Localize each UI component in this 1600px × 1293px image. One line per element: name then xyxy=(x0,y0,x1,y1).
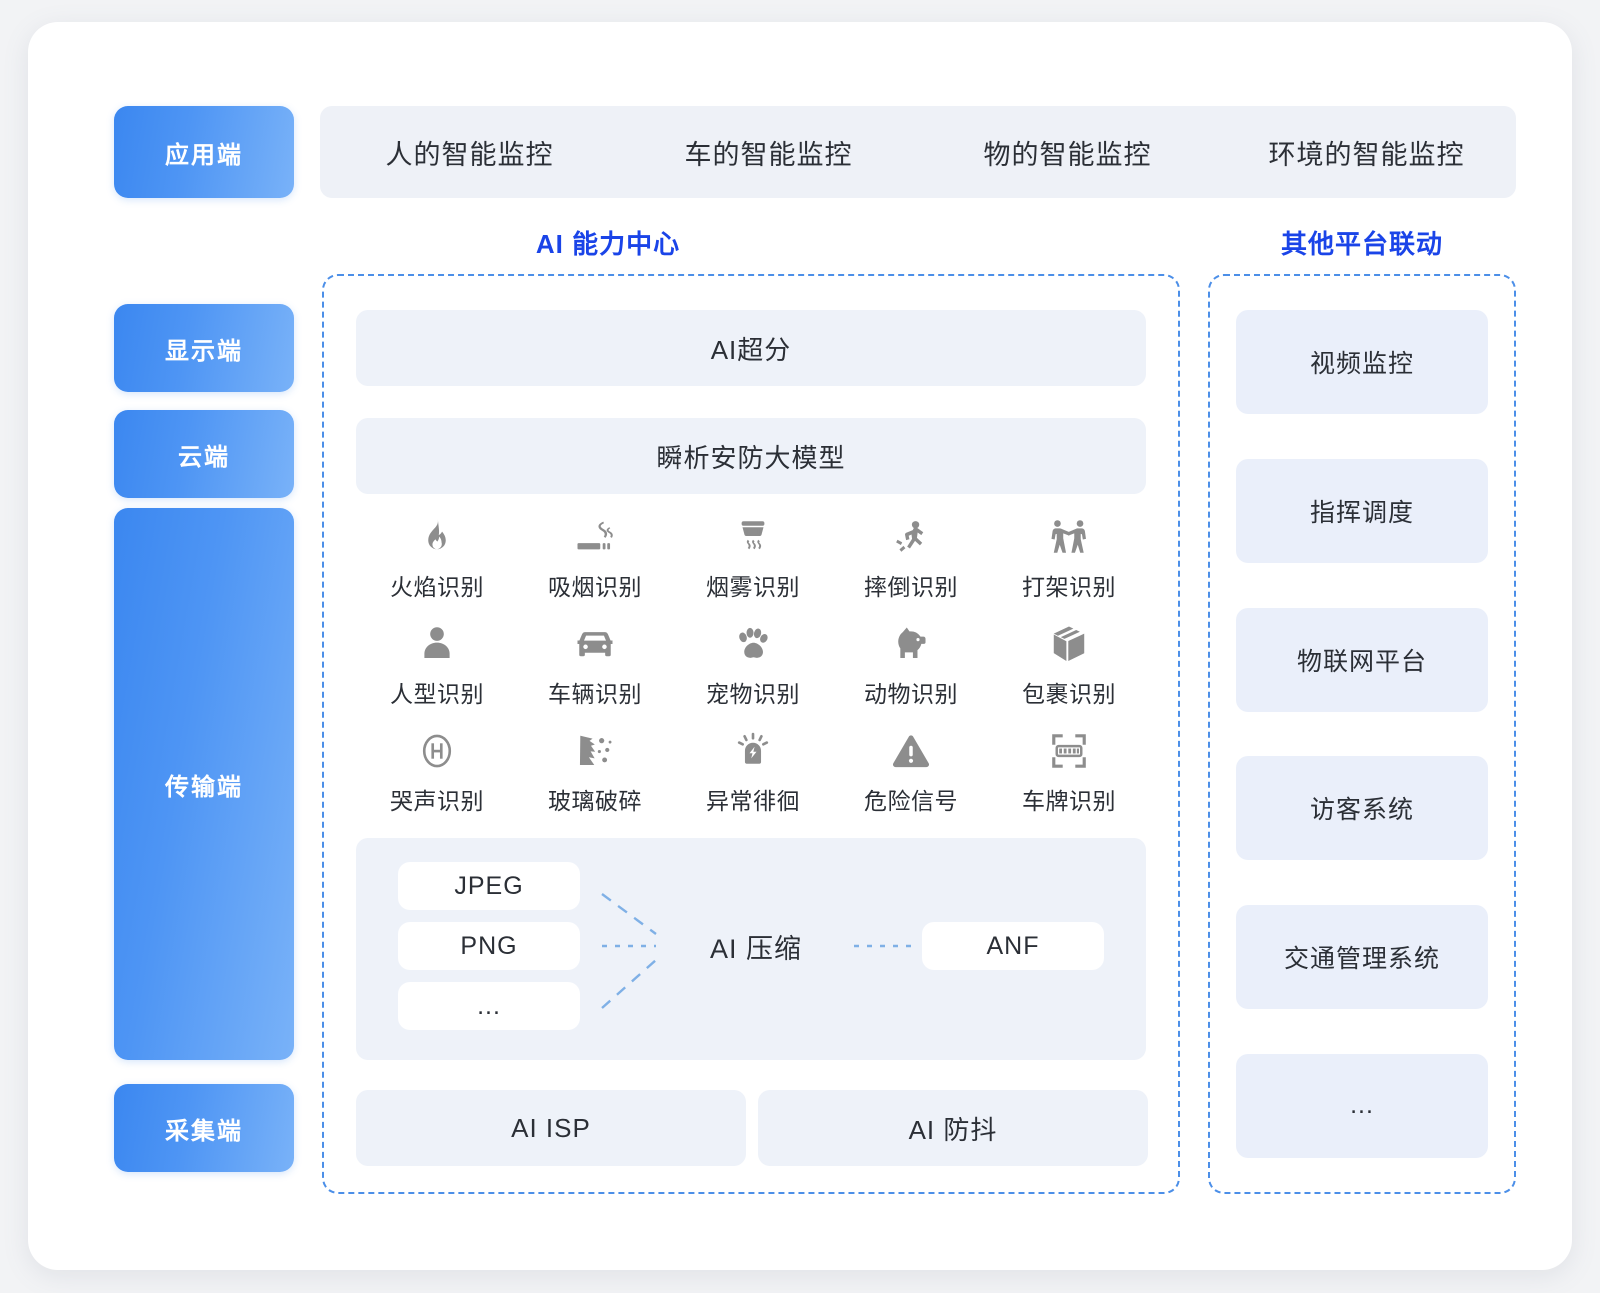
platform-item-iot-platform[interactable]: 物联网平台 xyxy=(1236,607,1488,712)
other-platform-panel xyxy=(1208,274,1516,1194)
compression-input-more[interactable]: ... xyxy=(398,982,580,1030)
other-platform-list: 视频监控 指挥调度 物联网平台 访客系统 交通管理系统 ... xyxy=(1236,310,1488,1158)
tier-label: 传输端 xyxy=(165,773,243,801)
flame-icon xyxy=(414,514,460,560)
ai-isp-bar[interactable]: AI ISP xyxy=(356,1090,746,1166)
platform-item-visitor-system[interactable]: 访客系统 xyxy=(1236,756,1488,861)
capability-label: 车辆识别 xyxy=(548,680,642,707)
tier-transmission[interactable]: 传输端 xyxy=(114,508,294,1060)
compression-connectors xyxy=(601,893,912,1009)
capability-fight[interactable]: 打架识别 xyxy=(990,504,1148,611)
fight-people-icon xyxy=(1046,514,1092,560)
ai-compression-block: JPEG PNG ... AI 压缩 ANF xyxy=(356,838,1146,1060)
capability-human[interactable]: 人型识别 xyxy=(358,611,516,718)
tier-label: 云端 xyxy=(178,443,230,471)
cigarette-icon xyxy=(572,514,618,560)
capability-loitering[interactable]: 异常徘徊 xyxy=(674,719,832,826)
capability-smoking[interactable]: 吸烟识别 xyxy=(516,504,674,611)
capability-pet[interactable]: 宠物识别 xyxy=(674,611,832,718)
capability-flame[interactable]: 火焰识别 xyxy=(358,504,516,611)
platform-item-command-dispatch[interactable]: 指挥调度 xyxy=(1236,458,1488,563)
capability-label: 车牌识别 xyxy=(1022,788,1116,815)
capability-label: 吸烟识别 xyxy=(548,573,642,600)
dog-icon xyxy=(888,621,934,667)
ai-super-resolution-bar[interactable]: AI超分 xyxy=(356,310,1146,386)
compression-input-jpeg[interactable]: JPEG xyxy=(398,862,580,910)
tier-capture[interactable]: 采集端 xyxy=(114,1084,294,1172)
diagram-card: 应用端 显示端 云端 传输端 采集端 人的智能监控 车的智能监控 物的智能监控 … xyxy=(28,22,1572,1270)
capability-danger[interactable]: 危险信号 xyxy=(832,719,990,826)
cry-sound-icon xyxy=(414,728,460,774)
capability-label: 危险信号 xyxy=(864,788,958,815)
paw-icon xyxy=(730,621,776,667)
capability-label: 玻璃破碎 xyxy=(548,788,642,815)
application-item-environment[interactable]: 环境的智能监控 xyxy=(1268,139,1465,170)
capability-label: 宠物识别 xyxy=(706,680,800,707)
tier-label: 采集端 xyxy=(165,1117,243,1145)
other-platform-title: 其他平台联动 xyxy=(1280,229,1443,259)
tier-application[interactable]: 应用端 xyxy=(114,106,294,198)
application-item-object[interactable]: 物的智能监控 xyxy=(983,139,1152,170)
car-icon xyxy=(572,621,618,667)
capability-grid: 火焰识别 吸烟识别 xyxy=(358,504,1148,826)
capability-label: 火焰识别 xyxy=(390,573,484,600)
capability-smoke[interactable]: 烟雾识别 xyxy=(674,504,832,611)
compression-input-png[interactable]: PNG xyxy=(398,922,580,970)
platform-item-traffic-management[interactable]: 交通管理系统 xyxy=(1236,905,1488,1010)
capability-parcel[interactable]: 包裹识别 xyxy=(990,611,1148,718)
tier-cloud[interactable]: 云端 xyxy=(114,410,294,498)
warning-triangle-icon xyxy=(888,728,934,774)
ai-stabilization-bar[interactable]: AI 防抖 xyxy=(758,1090,1148,1166)
application-item-person[interactable]: 人的智能监控 xyxy=(385,139,554,170)
tier-label: 应用端 xyxy=(165,141,243,169)
smoke-detector-icon xyxy=(730,514,776,560)
capability-glass-break[interactable]: 玻璃破碎 xyxy=(516,719,674,826)
capability-label: 烟雾识别 xyxy=(706,573,800,600)
capability-vehicle[interactable]: 车辆识别 xyxy=(516,611,674,718)
capability-label: 动物识别 xyxy=(864,680,958,707)
license-plate-icon xyxy=(1046,728,1092,774)
capability-license-plate[interactable]: 车牌识别 xyxy=(990,719,1148,826)
capability-fall[interactable]: 摔倒识别 xyxy=(832,504,990,611)
fall-person-icon xyxy=(888,514,934,560)
glass-break-icon xyxy=(572,728,618,774)
parcel-box-icon xyxy=(1046,621,1092,667)
ai-center-title: AI 能力中心 xyxy=(535,229,681,259)
capability-animal[interactable]: 动物识别 xyxy=(832,611,990,718)
capability-label: 异常徘徊 xyxy=(706,788,800,815)
application-strip: 人的智能监控 车的智能监控 物的智能监控 环境的智能监控 xyxy=(320,106,1516,198)
alarm-light-icon xyxy=(730,728,776,774)
capability-label: 人型识别 xyxy=(390,680,484,707)
platform-item-video-surveillance[interactable]: 视频监控 xyxy=(1236,310,1488,414)
ai-large-model-bar[interactable]: 瞬析安防大模型 xyxy=(356,418,1146,494)
platform-item-more[interactable]: ... xyxy=(1236,1053,1488,1158)
capability-crying[interactable]: 哭声识别 xyxy=(358,719,516,826)
ai-compression-label: AI 压缩 xyxy=(709,933,802,964)
capability-label: 打架识别 xyxy=(1022,573,1116,600)
tier-display[interactable]: 显示端 xyxy=(114,304,294,392)
capability-label: 哭声识别 xyxy=(390,788,484,815)
tier-label: 显示端 xyxy=(165,337,243,365)
capability-label: 摔倒识别 xyxy=(864,573,958,600)
compression-output-anf[interactable]: ANF xyxy=(922,922,1104,970)
person-icon xyxy=(414,621,460,667)
application-item-vehicle[interactable]: 车的智能监控 xyxy=(684,139,853,170)
capability-label: 包裹识别 xyxy=(1022,680,1116,707)
